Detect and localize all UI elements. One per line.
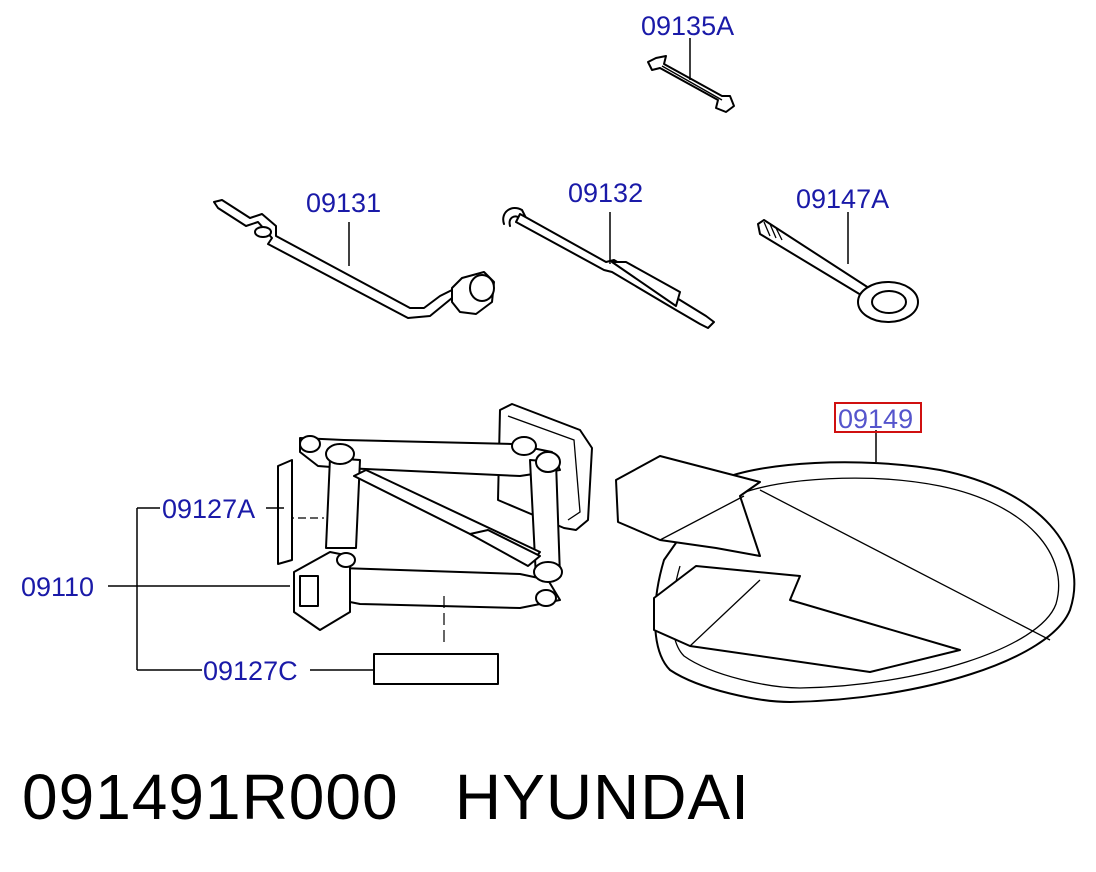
scissor-jack-drawing	[286, 403, 593, 644]
tow-hook-drawing	[757, 219, 919, 323]
tool-tray-drawing	[615, 455, 1076, 703]
highlight-box	[834, 402, 922, 433]
label-09135A[interactable]: 09135A	[641, 11, 734, 41]
leader-bracket	[108, 507, 374, 671]
footer-caption: 091491R000 HYUNDAI	[22, 760, 750, 834]
label-09149[interactable]: 09149	[838, 404, 913, 434]
label-09110[interactable]: 09110	[21, 572, 94, 602]
open-end-wrench-drawing	[647, 55, 735, 113]
lug-wrench-drawing	[213, 199, 495, 319]
label-plate-drawing	[373, 653, 499, 685]
label-09131[interactable]: 09131	[306, 188, 381, 218]
brand-name: HYUNDAI	[454, 761, 750, 833]
label-09127A[interactable]: 09127A	[162, 494, 255, 524]
part-number: 091491R000	[22, 761, 399, 833]
label-09132[interactable]: 09132	[568, 178, 643, 208]
label-09127C[interactable]: 09127C	[203, 656, 298, 686]
label-09147A[interactable]: 09147A	[796, 184, 889, 214]
jack-handle-drawing	[502, 206, 715, 329]
bracket-sheet-drawing	[277, 459, 293, 565]
